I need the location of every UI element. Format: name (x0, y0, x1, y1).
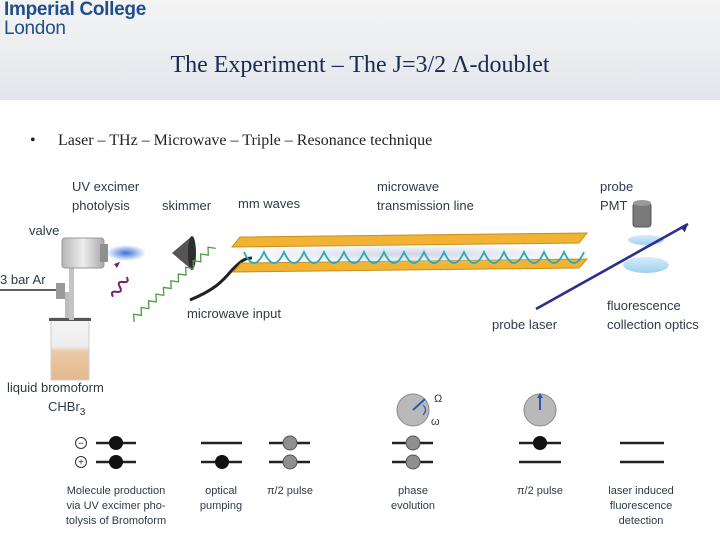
slide-title: The Experiment – The J=3/2 Λ-doublet (170, 52, 550, 78)
bromoform-jar (50, 317, 90, 381)
imperial-logo: Imperial College London (4, 0, 146, 38)
level-diagram-phase (392, 435, 433, 470)
population-lower (405, 454, 421, 470)
bullet-text: Laser – THz – Microwave – Triple – Reson… (58, 132, 433, 149)
pmt-top (633, 200, 651, 206)
label-microwave-input: microwave input (187, 306, 281, 321)
caption-detection-line1: laser induced (608, 485, 673, 497)
uv-photon-wave (110, 276, 129, 298)
label-skimmer: skimmer (162, 198, 212, 213)
label-transmission-line: transmission line (377, 198, 474, 213)
population-upper (405, 435, 421, 451)
bullet-dot: • (30, 132, 36, 149)
label-chbr3: CHBr3 (48, 399, 86, 418)
level-diagram-pi2-second (519, 436, 561, 464)
population-lower (215, 455, 229, 469)
standing-wave (243, 249, 585, 264)
label-mm-waves: mm waves (238, 196, 301, 211)
bloch-vector-phase (412, 398, 426, 411)
logo-line1: Imperial College (4, 0, 146, 20)
caption-production-line2: via UV excimer pho- (66, 500, 165, 512)
collection-lens-lower (623, 257, 669, 273)
label-uv-excimer: UV excimer (72, 179, 140, 194)
label-pmt: PMT (600, 198, 628, 213)
population-upper (533, 436, 547, 450)
caption-detection-line2: fluorescence (610, 500, 672, 512)
pulsed-valve (61, 237, 105, 269)
level-diagram-production (96, 436, 136, 469)
feed-tube (65, 292, 71, 322)
caption-production-line1: Molecule production (67, 485, 165, 497)
phase-rotation-arrow (422, 404, 427, 416)
level-diagram-detection (620, 441, 664, 464)
level-diagram-pi2-first (269, 435, 310, 470)
caption-detection-line3: detection (619, 515, 664, 527)
caption-pi2-first: π/2 pulse (267, 485, 313, 497)
probe-laser-beam (535, 222, 689, 311)
label-3-bar-ar: 3 bar Ar (0, 272, 46, 287)
pmt-tube (632, 202, 652, 228)
population-lower (282, 454, 298, 470)
caption-pumping-line1: optical (205, 485, 237, 497)
logo-line2: London (4, 18, 66, 39)
population-upper (282, 435, 298, 451)
bullet-item: • Laser – THz – Microwave – Triple – Res… (30, 132, 432, 150)
label-probe: probe (600, 179, 633, 194)
plus-state-symbol (75, 456, 87, 468)
header-band (0, 0, 720, 100)
population-lower (109, 455, 123, 469)
label-omega-lower: ω (431, 416, 440, 428)
label-liquid-bromoform: liquid bromoform (7, 380, 104, 395)
molecular-beam (106, 245, 146, 261)
mm-wave-line (133, 246, 216, 323)
population-upper (109, 436, 123, 450)
caption-production-line3: tolysis of Bromoform (66, 515, 166, 527)
molecular-cloud (225, 244, 595, 264)
jar-supply-pipe (69, 268, 74, 320)
upper-rail (230, 232, 589, 248)
label-microwave: microwave (377, 179, 439, 194)
uv-photon-arrowhead (114, 262, 120, 268)
inlet-fitting (56, 283, 65, 299)
label-valve: valve (29, 223, 59, 238)
skimmer-cone (172, 236, 192, 270)
probe-laser-arrowhead (680, 224, 688, 233)
label-collection-optics: collection optics (607, 317, 699, 332)
label-omega-upper: Ω (434, 393, 442, 405)
microwave-input-cable (189, 256, 253, 302)
label-probe-laser: probe laser (492, 317, 558, 332)
level-diagram-pumping (201, 441, 242, 469)
minus-state-symbol (75, 437, 87, 449)
caption-phase-line2: evolution (391, 500, 435, 512)
label-fluorescence: fluorescence (607, 298, 681, 313)
plus-state-sign: + (78, 458, 84, 469)
minus-state-sign: − (78, 439, 84, 450)
caption-pi2-second: π/2 pulse (517, 485, 563, 497)
caption-phase-line1: phase (398, 485, 428, 497)
label-photolysis: photolysis (72, 198, 130, 213)
skimmer-rim (188, 236, 196, 270)
bloch-vector-final-arrowhead (537, 393, 543, 398)
valve-nozzle (100, 244, 108, 262)
caption-pumping-line2: pumping (200, 500, 242, 512)
